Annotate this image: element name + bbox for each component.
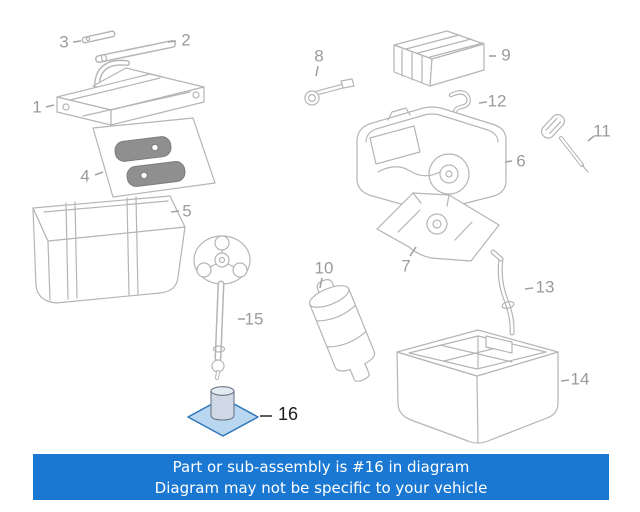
callout-15: 15: [244, 309, 264, 329]
callout-12: 12: [487, 91, 507, 111]
callout-14: 14: [570, 369, 590, 389]
callout-16: 16: [277, 404, 299, 424]
part-14-storage-tray-art: [396, 329, 559, 444]
banner-line-1: Part or sub-assembly is #16 in diagram: [172, 457, 470, 476]
leader-lines: [45, 40, 595, 382]
part-1-jack-art: [56, 59, 205, 126]
callout-11: 11: [593, 121, 611, 141]
part-10-compressor-art: [308, 279, 376, 382]
part-6-tray-art: [356, 106, 507, 212]
callout-7: 7: [401, 256, 411, 276]
callout-2: 2: [181, 30, 191, 50]
callout-4: 4: [80, 166, 90, 186]
callout-6: 6: [516, 151, 526, 171]
part-15-jack-screw-art: [193, 235, 251, 380]
callout-8: 8: [314, 46, 324, 66]
callout-9: 9: [501, 45, 511, 65]
part-11-screwdriver-art: [540, 113, 589, 173]
callout-3: 3: [59, 32, 69, 52]
callout-5: 5: [182, 201, 192, 221]
callout-13: 13: [535, 277, 555, 297]
callout-1: 1: [32, 97, 42, 117]
part-8-key-tool-art: [304, 78, 355, 106]
callout-10: 10: [314, 258, 334, 278]
part-5-box-art: [32, 195, 186, 304]
part-12-hook-art: [448, 90, 471, 118]
part-7-bracket-art: [376, 192, 500, 262]
info-banner: Part or sub-assembly is #16 in diagram D…: [33, 454, 609, 500]
banner-line-2: Diagram may not be specific to your vehi…: [154, 478, 488, 497]
part-3-pin-art: [81, 30, 116, 44]
part-2-rod-art: [95, 40, 176, 63]
part-13-rod-art: [490, 249, 515, 336]
part-4-pads-art: [92, 117, 216, 198]
part-16-highlighted-art: [187, 386, 259, 437]
part-9-case-art: [393, 30, 485, 87]
